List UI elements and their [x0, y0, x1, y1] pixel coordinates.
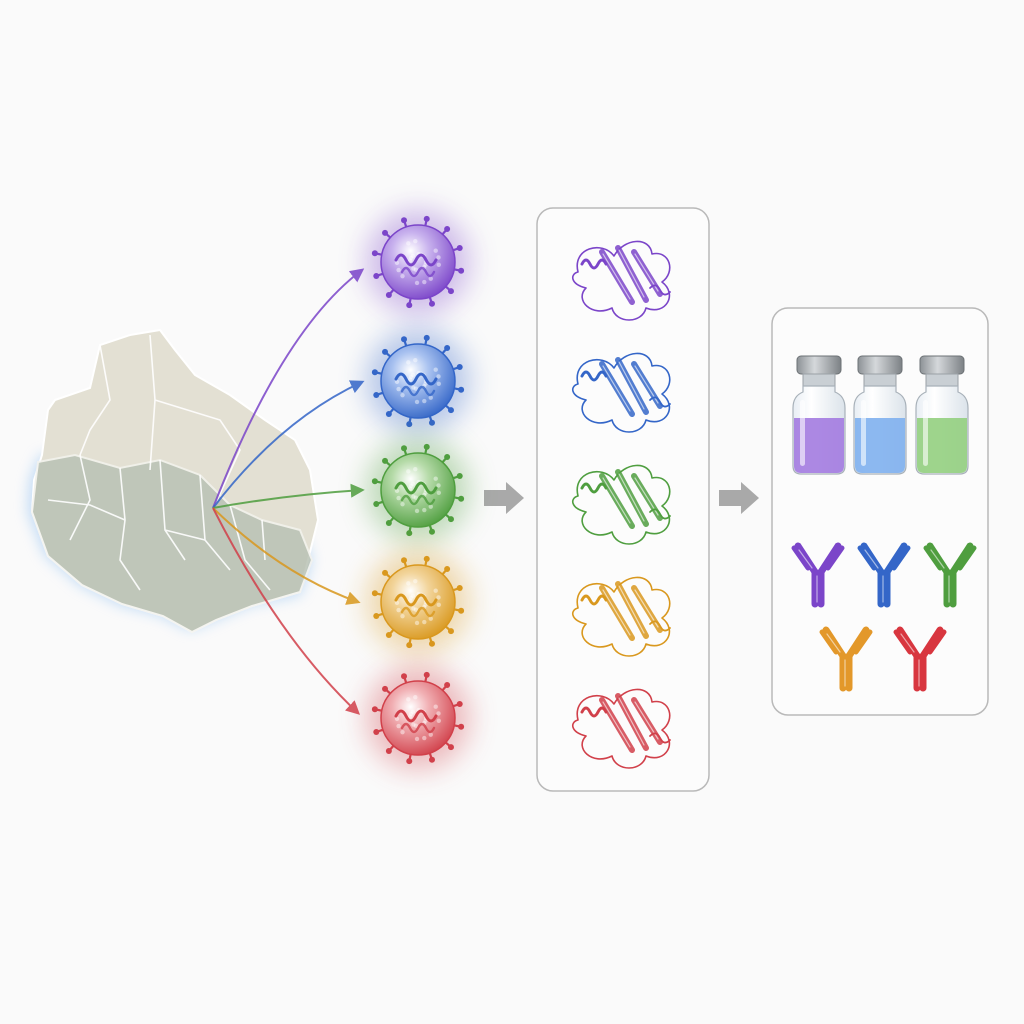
- virus-particle-icon: [366, 329, 470, 433]
- branch-arrow: [212, 507, 361, 605]
- protein-panel: [536, 207, 710, 792]
- antibody-icon: [857, 542, 911, 608]
- protein-structure-icon: [571, 464, 671, 545]
- map-borders: [47, 334, 271, 591]
- branch-arrow: [212, 507, 361, 715]
- vial-row: [792, 355, 969, 475]
- protein-structure-icon: [571, 352, 671, 433]
- right-arrow-icon: [484, 482, 524, 514]
- vaccine-vial-icon: [915, 355, 969, 475]
- right-arrow-icon: [719, 482, 759, 514]
- virus-column: [366, 210, 470, 770]
- antibody-icon: [819, 626, 873, 692]
- branch-arrows: [212, 268, 365, 715]
- antibody-icon: [923, 542, 977, 608]
- virus-particle-icon: [366, 438, 470, 542]
- branch-arrow: [212, 483, 365, 509]
- branch-arrow: [212, 380, 365, 509]
- branch-arrow: [212, 268, 365, 509]
- vaccine-vial-icon: [792, 355, 846, 475]
- protein-column: [571, 240, 671, 769]
- antibody-icon: [791, 542, 845, 608]
- antibody-group: [791, 542, 977, 692]
- vaccine-vial-icon: [853, 355, 907, 475]
- antibody-icon: [893, 626, 947, 692]
- virus-particle-icon: [366, 550, 470, 654]
- west-africa-map: [28, 328, 320, 634]
- protein-structure-icon: [571, 240, 671, 321]
- protein-structure-icon: [571, 576, 671, 657]
- virus-particle-icon: [366, 210, 470, 314]
- virus-particle-icon: [366, 666, 470, 770]
- protein-structure-icon: [571, 688, 671, 769]
